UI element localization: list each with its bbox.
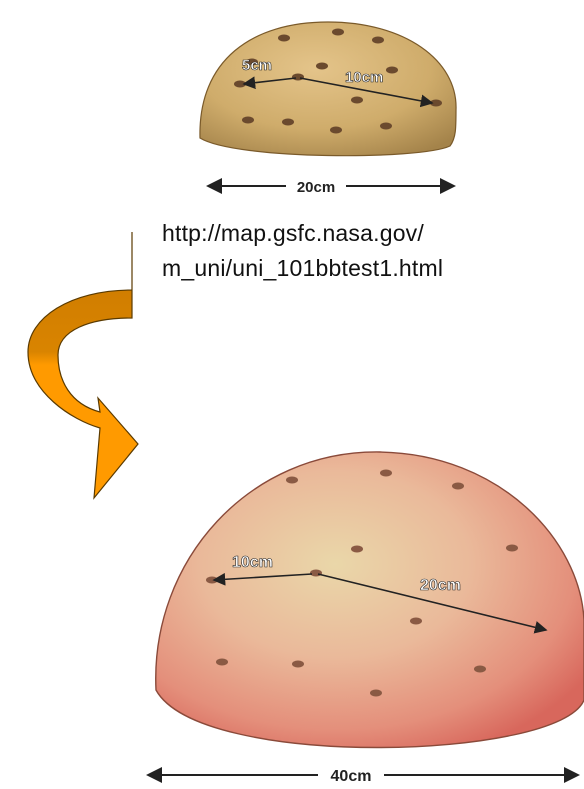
large-label-10cm: 10cm <box>232 554 273 571</box>
large-balloon: 10cm 20cm <box>156 452 584 748</box>
large-label-20cm: 20cm <box>420 577 461 594</box>
expansion-arrow <box>28 232 138 498</box>
small-balloon-body <box>200 22 456 156</box>
small-label-10cm: 10cm <box>345 69 383 86</box>
large-width-indicator: 40cm <box>148 768 578 785</box>
small-width-indicator: 20cm <box>208 179 454 196</box>
large-balloon-body <box>156 452 584 748</box>
source-url-line2: m_uni/uni_101bbtest1.html <box>162 255 443 282</box>
small-width-label: 20cm <box>297 179 335 196</box>
source-url-line1: http://map.gsfc.nasa.gov/ <box>162 220 424 247</box>
large-width-label: 40cm <box>331 768 372 785</box>
small-label-5cm: 5cm <box>242 57 272 74</box>
small-balloon: 5cm 10cm <box>200 22 456 156</box>
